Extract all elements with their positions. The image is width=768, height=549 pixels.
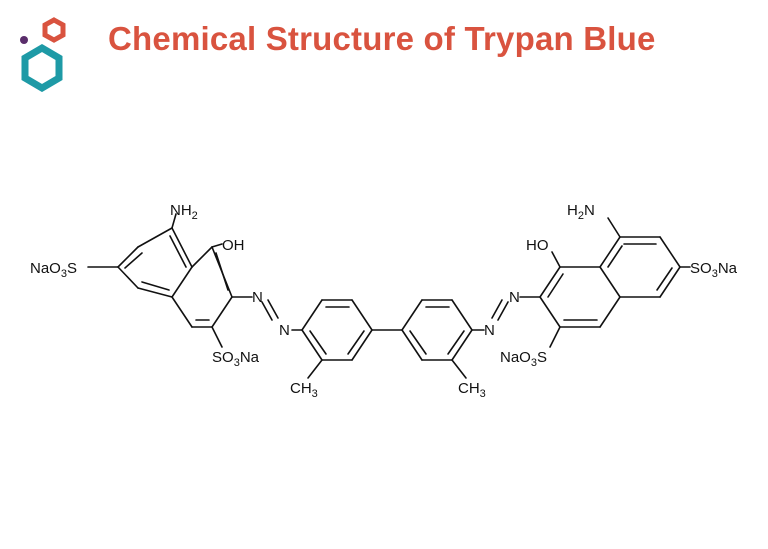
right-hydroxyl-label: HO bbox=[526, 237, 549, 254]
left-outer-sulfonate-label: NaO3S bbox=[30, 260, 77, 280]
left-methyl-label: CH3 bbox=[290, 380, 318, 400]
left-amine-label: NH2 bbox=[170, 202, 198, 222]
bond-lines bbox=[87, 213, 691, 379]
hexagon-molecule-logo bbox=[20, 17, 66, 92]
left-hydroxyl-label: OH bbox=[222, 237, 245, 254]
right-amine-label: H2N bbox=[567, 202, 595, 222]
left-azo-n1-label: N bbox=[252, 289, 263, 306]
left-azo-n2-label: N bbox=[279, 322, 290, 339]
right-azo-n1-label: N bbox=[484, 322, 495, 339]
logo-teal-hexagon bbox=[21, 43, 63, 92]
logo-red-hexagon bbox=[42, 17, 66, 43]
right-inner-sulfonate-label: NaO3S bbox=[500, 349, 547, 369]
right-azo-n2-label: N bbox=[509, 289, 520, 306]
page-title: Chemical Structure of Trypan Blue bbox=[108, 20, 656, 57]
right-outer-sulfonate-label: SO3Na bbox=[690, 260, 738, 280]
logo-purple-dot bbox=[20, 36, 28, 44]
right-methyl-label: CH3 bbox=[458, 380, 486, 400]
left-inner-sulfonate-label: SO3Na bbox=[212, 349, 260, 369]
